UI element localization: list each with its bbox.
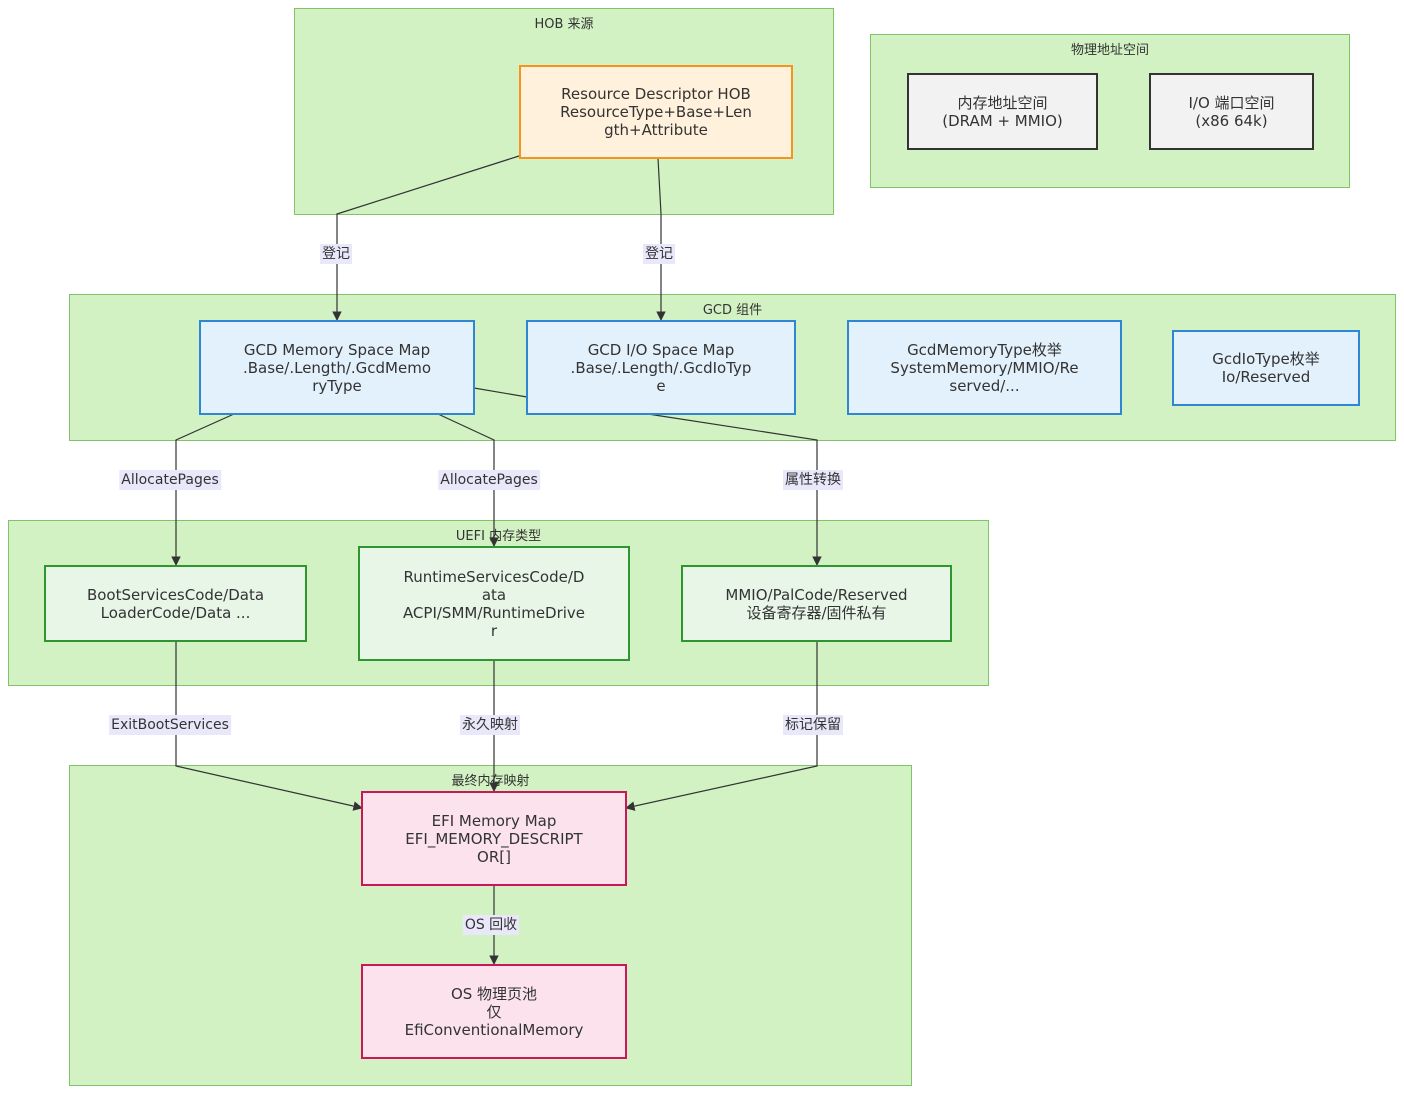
- edge-label-attr-convert: 属性转换: [783, 470, 843, 490]
- node-efi-memory-map: EFI Memory Map EFI_MEMORY_DESCRIPT OR[]: [361, 791, 627, 886]
- node-gcd-memory-type-enum: GcdMemoryType枚举 SystemMemory/MMIO/Re ser…: [847, 320, 1122, 415]
- node-line: BootServicesCode/Data: [86, 585, 265, 604]
- node-gcd-io-space-map: GCD I/O Space Map .Base/.Length/.GcdIoTy…: [526, 320, 796, 415]
- node-gcd-memory-space-map: GCD Memory Space Map .Base/.Length/.GcdM…: [199, 320, 475, 415]
- node-line: GCD I/O Space Map: [587, 340, 735, 359]
- edge-label-register-2: 登记: [643, 244, 675, 264]
- node-line: ryType: [312, 376, 362, 395]
- edge-hob-to-gcd-mem: [332, 155, 520, 321]
- node-line: gth+Attribute: [604, 121, 708, 139]
- node-line: served/...: [949, 376, 1020, 395]
- node-line: ResourceType+Base+Len: [560, 103, 752, 121]
- node-line: .Base/.Length/.GcdIoTyp: [570, 358, 752, 377]
- cluster-title-final: 最终内存映射: [451, 774, 530, 789]
- edge-gcdio-to-mmio: [647, 413, 822, 566]
- node-line: e: [656, 376, 666, 395]
- node-line: (x86 64k): [1195, 111, 1268, 130]
- node-line: RuntimeServicesCode/D: [403, 567, 585, 586]
- node-line: SystemMemory/MMIO/Re: [890, 358, 1079, 377]
- cluster-title-physical: 物理地址空间: [1070, 43, 1149, 58]
- edge-label-os-reclaim: OS 回收: [462, 915, 520, 935]
- edge-label-register-1: 登记: [320, 244, 352, 264]
- edge-label-allocate-1: AllocatePages: [119, 470, 221, 490]
- node-io-port-space: I/O 端口空间 (x86 64k): [1149, 73, 1314, 150]
- node-runtime-services: RuntimeServicesCode/D ata ACPI/SMM/Runti…: [358, 546, 630, 661]
- edge-gcdmem-to-boot: [171, 413, 235, 566]
- node-line: GCD Memory Space Map: [243, 340, 431, 359]
- node-line: OS 物理页池: [450, 984, 538, 1003]
- node-line: Io/Reserved: [1221, 368, 1311, 386]
- node-line: ata: [481, 585, 507, 604]
- cluster-title-uefi: UEFI 内存类型: [455, 529, 542, 544]
- edge-gcdmem-to-runtime: [437, 413, 499, 547]
- node-line: 设备寄存器/固件私有: [746, 603, 887, 622]
- node-mmio-palcode-reserved: MMIO/PalCode/Reserved 设备寄存器/固件私有: [681, 565, 952, 642]
- node-line: GcdIoType枚举: [1212, 350, 1320, 368]
- node-line: r: [490, 621, 498, 640]
- node-gcd-io-type-enum: GcdIoType枚举 Io/Reserved: [1172, 330, 1360, 406]
- edge-boot-to-efimap: [175, 641, 363, 811]
- node-line: LoaderCode/Data ...: [100, 603, 251, 622]
- node-line: EFI Memory Map: [431, 811, 557, 830]
- node-line: GcdMemoryType枚举: [907, 340, 1062, 359]
- edge-label-allocate-2: AllocatePages: [438, 470, 540, 490]
- node-line: Resource Descriptor HOB: [561, 85, 751, 103]
- node-line: ACPI/SMM/RuntimeDrive: [402, 603, 586, 622]
- edge-mmio-to-efimap: [625, 641, 818, 811]
- node-os-physical-page-pool: OS 物理页池 仅 EfiConventionalMemory: [361, 964, 627, 1059]
- cluster-title-hob: HOB 来源: [534, 17, 594, 32]
- node-line: 仅: [486, 1002, 502, 1021]
- node-line: 内存地址空间: [957, 93, 1048, 112]
- edge-gcdmem-to-gcdio: [473, 387, 528, 398]
- edge-label-mark-reserved: 标记保留: [783, 715, 843, 735]
- node-boot-services: BootServicesCode/Data LoaderCode/Data ..…: [44, 565, 307, 642]
- edge-label-permanent-map: 永久映射: [460, 715, 520, 735]
- cluster-title-gcd: GCD 组件: [702, 303, 763, 318]
- edge-label-exit-boot: ExitBootServices: [109, 715, 231, 735]
- node-line: MMIO/PalCode/Reserved: [725, 585, 908, 604]
- node-line: (DRAM + MMIO): [942, 111, 1063, 130]
- node-resource-descriptor-hob: Resource Descriptor HOB ResourceType+Bas…: [519, 65, 793, 159]
- node-line: I/O 端口空间: [1188, 93, 1275, 112]
- edge-hob-to-gcd-io: [656, 157, 666, 321]
- node-line: EfiConventionalMemory: [404, 1020, 584, 1039]
- node-memory-address-space: 内存地址空间 (DRAM + MMIO): [907, 73, 1098, 150]
- node-line: OR[]: [477, 847, 511, 866]
- node-line: EFI_MEMORY_DESCRIPT: [405, 829, 583, 848]
- node-line: .Base/.Length/.GcdMemo: [242, 358, 432, 377]
